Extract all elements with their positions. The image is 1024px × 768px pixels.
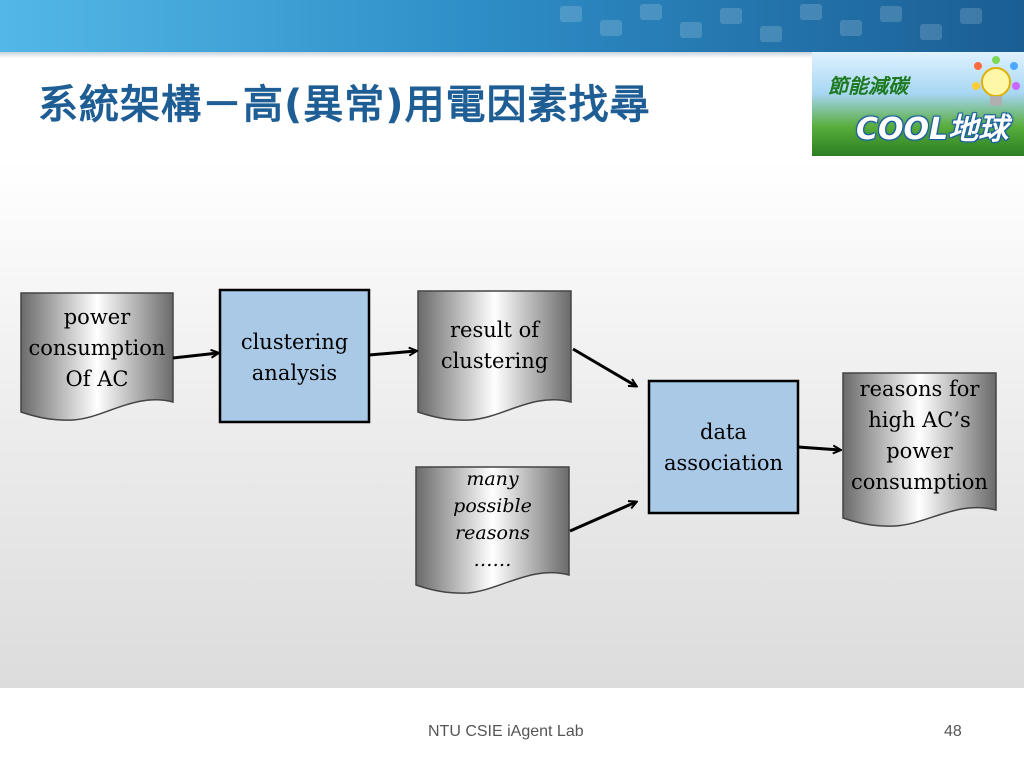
footer-lab-name: NTU CSIE iAgent Lab: [428, 723, 584, 740]
document-many-possible-reasons: [415, 466, 570, 594]
label-result-of-clustering: result of clustering: [440, 318, 549, 373]
header-bar: [0, 0, 1024, 52]
document-power-consumption: [20, 292, 174, 421]
logo-line2: COOL地球: [856, 112, 1009, 147]
process-clustering-analysis: [218, 288, 371, 424]
arrow-result-to-association: [572, 347, 636, 386]
arrow-clustering-to-result: [368, 351, 416, 357]
label-many-possible-reasons: many possible reasons ……: [453, 468, 532, 571]
arrow-reasons-to-association: [569, 502, 636, 533]
label-clustering-analysis: clustering analysis: [240, 330, 349, 385]
slide-title: 系統架構－高(異常)用電因素找尋: [38, 82, 651, 128]
document-reasons-output: [842, 372, 997, 527]
arrow-power-to-clustering: [172, 353, 218, 360]
logo-line1: 節能減碳: [828, 74, 908, 98]
lightbulb-icon: [972, 56, 1020, 106]
label-data-association: data association: [663, 420, 784, 475]
arrow-association-to-output: [797, 447, 840, 450]
label-reasons-output: reasons for high AC’s power consumption: [851, 377, 988, 494]
page-number: 48: [944, 723, 962, 740]
energy-saving-logo: 節能減碳 COOL地球: [812, 52, 1024, 156]
process-data-association: [647, 379, 800, 515]
label-power-consumption: power consumption Of AC: [28, 305, 166, 391]
header-shadow: [0, 52, 1024, 58]
document-result-of-clustering: [417, 290, 572, 421]
